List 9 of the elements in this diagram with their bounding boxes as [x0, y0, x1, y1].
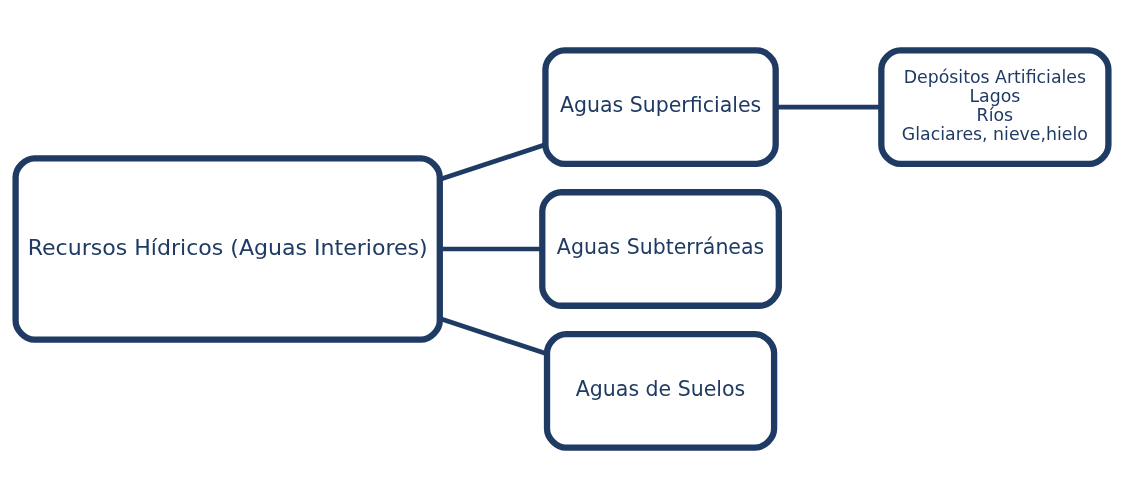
node-box: Aguas Subterráneas: [539, 189, 782, 309]
connector: [439, 142, 546, 182]
node-box: Aguas Superficiales: [542, 47, 779, 167]
node-box: Recursos Hídricos (Aguas Interiores): [12, 155, 443, 343]
node-box: Depósitos Artificiales Lagos Ríos Glaciares, nieve,hielo: [878, 47, 1112, 167]
connector: [776, 104, 881, 110]
connector: [440, 246, 543, 252]
node-box: Aguas de Suelos: [543, 331, 778, 451]
connector: [439, 316, 548, 357]
